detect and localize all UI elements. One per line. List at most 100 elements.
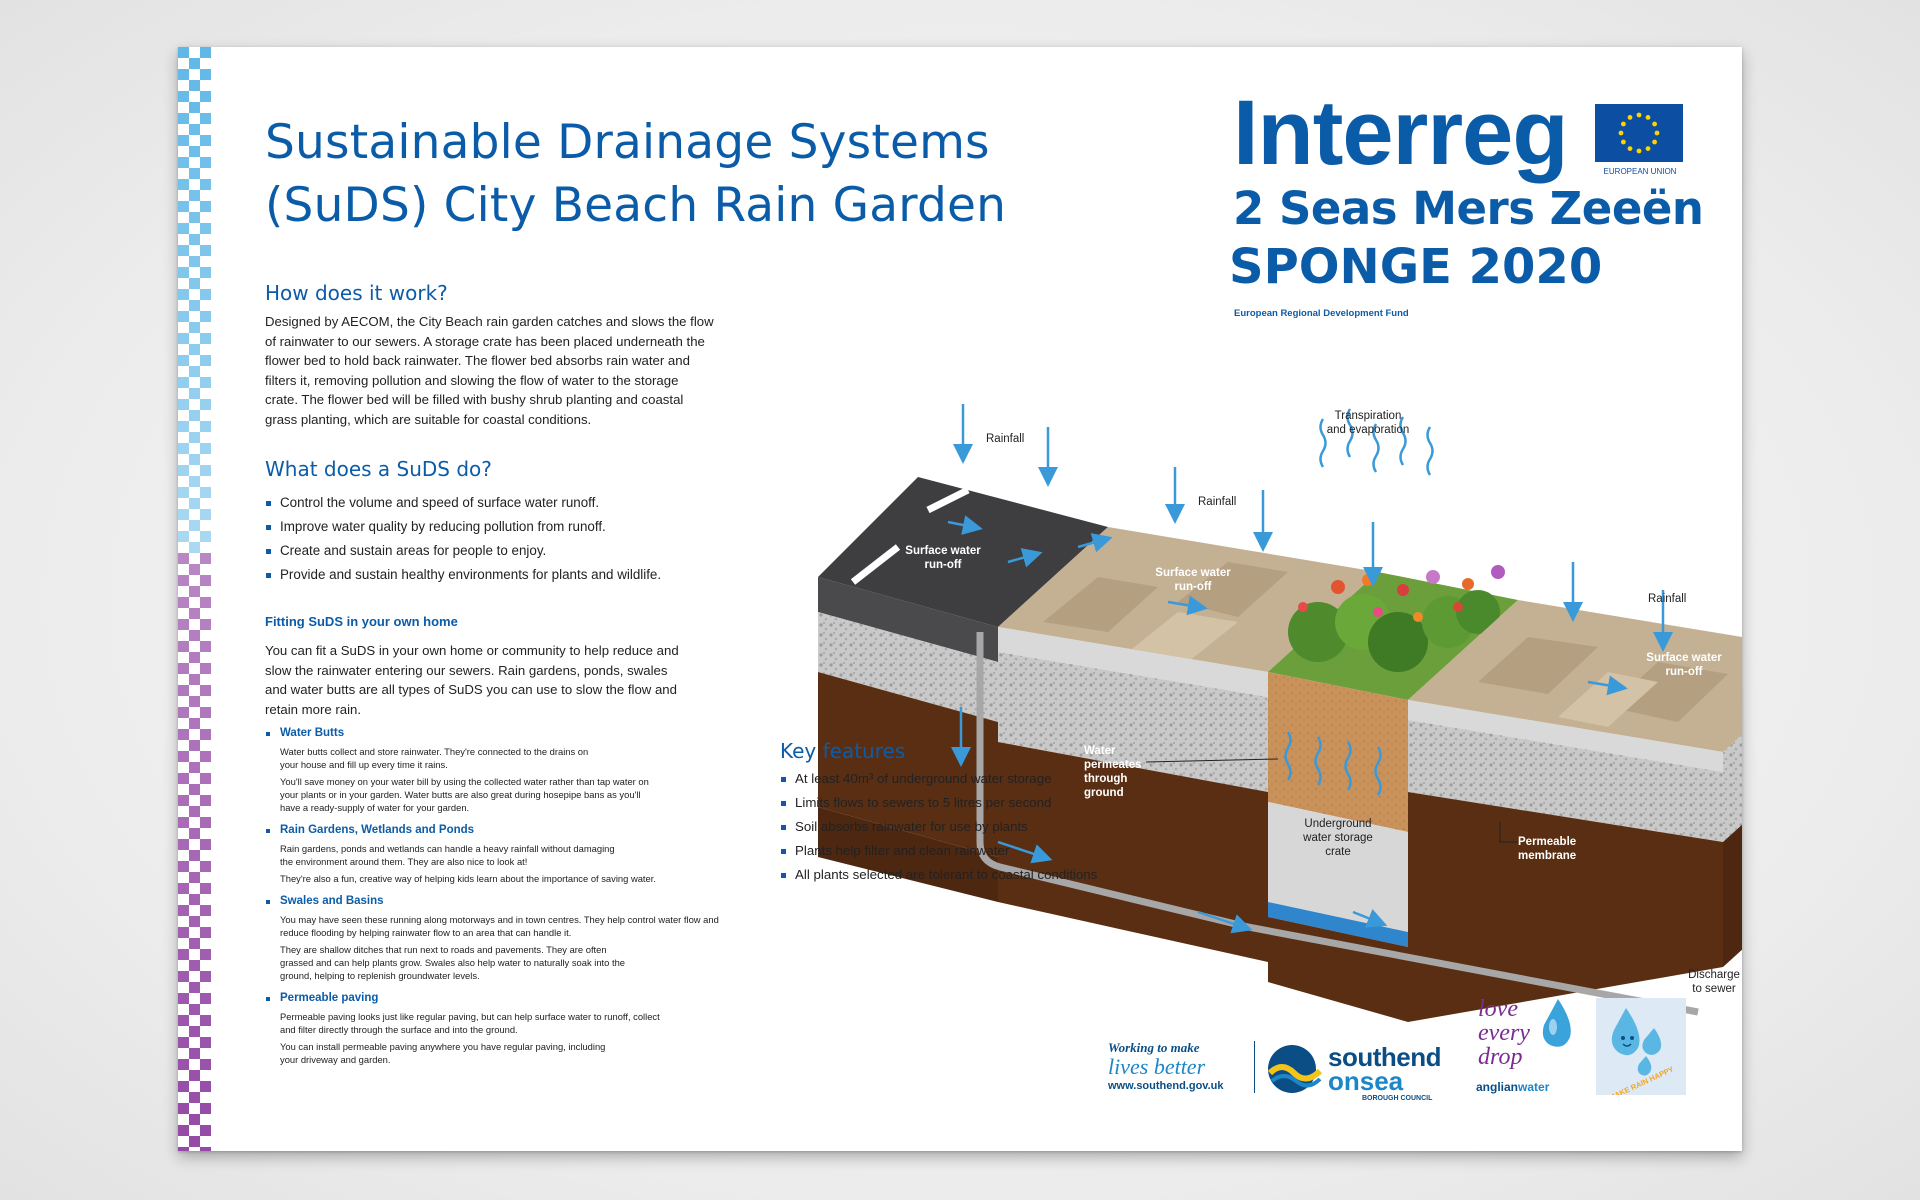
southend-logo-icon (1267, 1045, 1323, 1093)
checker-square (178, 773, 189, 784)
checker-square (200, 685, 211, 696)
checker-square (189, 80, 200, 91)
checker-square (200, 971, 211, 982)
checker-square (200, 597, 211, 608)
label-runoff-2: Surface water (1155, 567, 1231, 579)
slogan-line-1: Working to make (1108, 1040, 1200, 1055)
make-rain-happy-logo: MAKE RAIN HAPPY (1596, 998, 1686, 1102)
checker-square (189, 850, 200, 861)
checker-square (189, 806, 200, 817)
drop-word: drop (1478, 1044, 1523, 1070)
checker-square (200, 1015, 211, 1026)
checker-square (189, 1092, 200, 1103)
checker-square (189, 1114, 200, 1125)
checker-square (189, 740, 200, 751)
checker-square (178, 509, 189, 520)
checker-square (178, 47, 189, 58)
checker-square (189, 564, 200, 575)
label-permeates-1: Water (1084, 745, 1116, 757)
checker-square (178, 971, 189, 982)
checker-square (200, 1103, 211, 1114)
borough-council: BOROUGH COUNCIL (1362, 1095, 1433, 1102)
eu-star (1621, 139, 1626, 145)
checker-square (189, 146, 200, 157)
checker-square (200, 1037, 211, 1048)
checker-square (189, 1004, 200, 1015)
subsection-text: Water butts collect and store rainwater.… (280, 746, 589, 770)
checker-square (189, 520, 200, 531)
label-runoff-2b: run-off (1174, 581, 1211, 593)
checker-square (189, 586, 200, 597)
checker-square (189, 344, 200, 355)
checker-square (200, 839, 211, 850)
checker-square (200, 69, 211, 80)
checker-square (189, 366, 200, 377)
checker-square (189, 1026, 200, 1037)
checker-square (200, 1059, 211, 1070)
label-transpiration: Transpiration (1335, 410, 1402, 422)
checker-square (200, 751, 211, 762)
checker-square (178, 905, 189, 916)
checker-square (200, 135, 211, 146)
checker-square (178, 531, 189, 542)
checker-square (200, 245, 211, 256)
checker-square (189, 256, 200, 267)
transpiration-arrows (1319, 408, 1434, 476)
slogan-line-2: lives better (1108, 1054, 1206, 1079)
checker-square (189, 784, 200, 795)
checker-square (200, 91, 211, 102)
label-rainfall-2: Rainfall (1198, 496, 1236, 508)
interreg-logo: Interreg (1233, 82, 1569, 184)
key-features-heading: Key features (780, 739, 906, 763)
fitting-text: You can fit a SuDS in your own home or c… (265, 643, 679, 717)
checker-square (200, 883, 211, 894)
checker-square (178, 1103, 189, 1114)
checker-square (189, 410, 200, 421)
checker-square (178, 135, 189, 146)
label-rainfall-3: Rainfall (1648, 593, 1686, 605)
rain-arrows (951, 404, 1673, 767)
checker-square (178, 707, 189, 718)
subsection-heading: Permeable paving (265, 992, 705, 1004)
water-drop-icon (1542, 999, 1571, 1047)
checker-square (200, 663, 211, 674)
checker-square (178, 311, 189, 322)
checker-square (178, 355, 189, 366)
checker-square (200, 421, 211, 432)
checker-square (178, 1015, 189, 1026)
checker-square (178, 641, 189, 652)
checker-square (189, 300, 200, 311)
checker-square (200, 773, 211, 784)
checker-square (178, 1081, 189, 1092)
subsection-swales: Swales and Basins You may have seen thes… (265, 895, 719, 982)
checker-square (178, 817, 189, 828)
eu-star (1621, 121, 1626, 127)
checker-square (200, 333, 211, 344)
eu-star (1618, 130, 1624, 136)
label-discharge-1: Discharge (1688, 969, 1740, 981)
eu-star (1636, 112, 1642, 118)
checker-square (178, 883, 189, 894)
checker-square (178, 1037, 189, 1048)
southend-slogan: Working to make lives better www.southen… (1108, 1040, 1224, 1092)
checker-square (189, 168, 200, 179)
subsection-text: You'll save money on your water bill by … (280, 776, 649, 813)
checker-square (200, 47, 211, 58)
checker-square (189, 938, 200, 949)
checker-square (178, 465, 189, 476)
checker-square (178, 201, 189, 212)
checker-square (189, 1048, 200, 1059)
erdf-label: European Regional Development Fund (1234, 308, 1409, 319)
rain-garden-bed (1268, 565, 1518, 1022)
subsection-permeable-paving: Permeable paving Permeable paving looks … (265, 992, 705, 1066)
checker-square (200, 531, 211, 542)
checker-square (189, 542, 200, 553)
subsection-heading: Swales and Basins (265, 895, 715, 907)
southend-word: southend (1328, 1042, 1442, 1072)
checker-square (189, 476, 200, 487)
checker-square (200, 355, 211, 366)
footer-divider (1254, 1041, 1255, 1093)
what-item: Improve water quality by reducing pollut… (265, 519, 661, 534)
poster: Sustainable Drainage Systems (SuDS) City… (178, 47, 1742, 1151)
label-storage-2: water storage (1302, 832, 1373, 844)
